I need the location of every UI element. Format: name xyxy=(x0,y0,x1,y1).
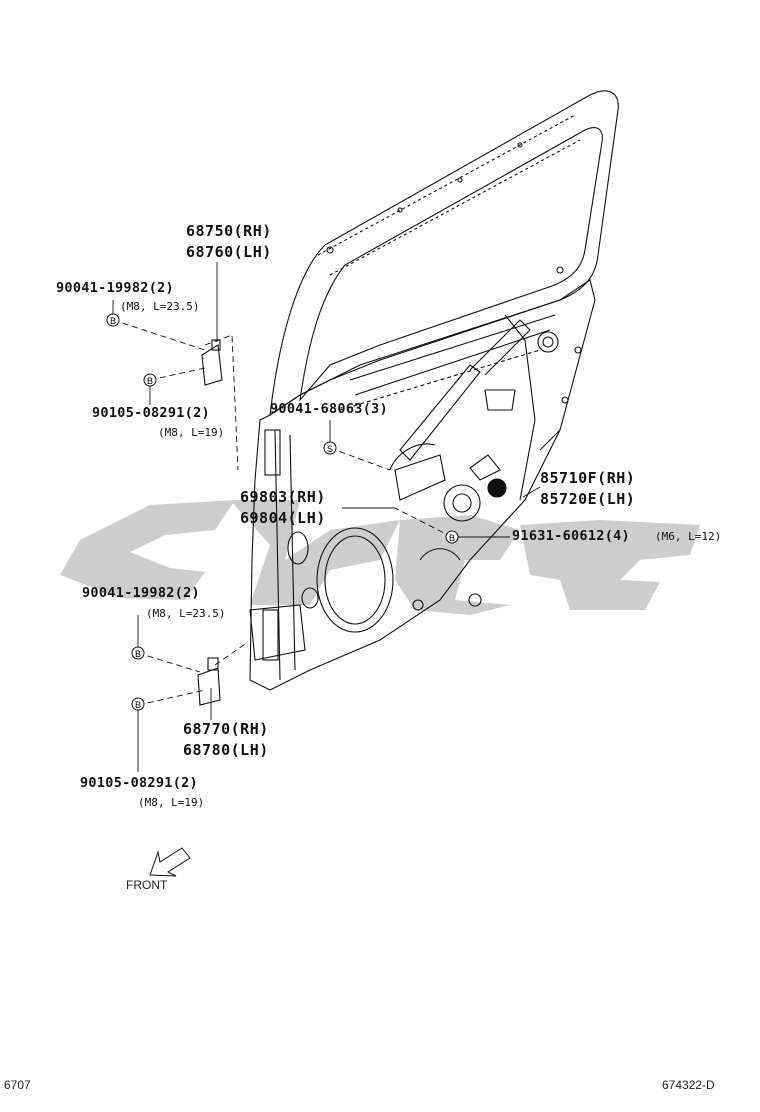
lower-hinge xyxy=(197,667,221,706)
part-label-bolt-upper-a: 90041-19982(2) xyxy=(56,280,174,296)
footer-right-code: 674322-D xyxy=(662,1078,715,1092)
marker-b-motor xyxy=(445,530,459,544)
part-spec-bolt-upper-b: (M8, L=19) xyxy=(158,426,225,439)
marker-letter: S xyxy=(327,444,333,454)
marker-b-upper-a xyxy=(106,313,120,327)
part-spec-bolt-upper-a: (M8, L=23.5) xyxy=(120,300,200,313)
part-label-bolt-upper-b: 90105-08291(2) xyxy=(92,405,210,421)
part-label-bolt-lower-a: 90041-19982(2) xyxy=(82,585,200,601)
marker-letter: B xyxy=(110,316,116,326)
part-label-upper-hinge-lh: 68760(LH) xyxy=(186,243,272,261)
door-window-frame xyxy=(269,90,619,417)
part-label-screw-regulator: 90041-68063(3) xyxy=(270,401,388,417)
door-panel xyxy=(249,279,596,691)
speaker-opening xyxy=(316,527,394,633)
front-direction-label: FRONT xyxy=(126,878,168,892)
marker-letter: B xyxy=(135,649,141,659)
marker-letter: B xyxy=(135,700,141,710)
marker-b-upper-b xyxy=(143,373,157,387)
marker-s-regulator xyxy=(323,441,337,455)
part-label-motor-rh: 85710F(RH) xyxy=(540,469,636,487)
window-regulator xyxy=(399,364,481,461)
part-label-motor-lh: 85720E(LH) xyxy=(540,490,636,508)
regulator-motor xyxy=(443,484,481,522)
marker-b-lower-a xyxy=(131,646,145,660)
front-arrow-icon xyxy=(149,847,191,877)
upper-hinge xyxy=(201,344,223,386)
footer-left-code: 6707 xyxy=(4,1078,31,1092)
part-label-upper-hinge-rh: 68750(RH) xyxy=(186,222,272,240)
part-label-lower-hinge-rh: 68770(RH) xyxy=(183,720,269,738)
door-linework xyxy=(197,90,619,706)
marker-b-lower-b xyxy=(131,697,145,711)
marker-letter: B xyxy=(147,376,153,386)
marker-letter: B xyxy=(449,533,455,543)
part-spec-bolt-lower-a: (M8, L=23.5) xyxy=(146,607,226,620)
part-label-lower-hinge-lh: 68780(LH) xyxy=(183,741,269,759)
part-spec-bolt-lower-b: (M8, L=19) xyxy=(138,796,205,809)
part-label-bolt-motor: 91631-60612(4) xyxy=(512,528,630,544)
part-label-regulator-lh: 69804(LH) xyxy=(240,509,326,527)
part-spec-bolt-motor: (M6, L=12) xyxy=(655,530,722,543)
part-label-bolt-lower-b: 90105-08291(2) xyxy=(80,775,198,791)
part-label-regulator-rh: 69803(RH) xyxy=(240,488,326,506)
